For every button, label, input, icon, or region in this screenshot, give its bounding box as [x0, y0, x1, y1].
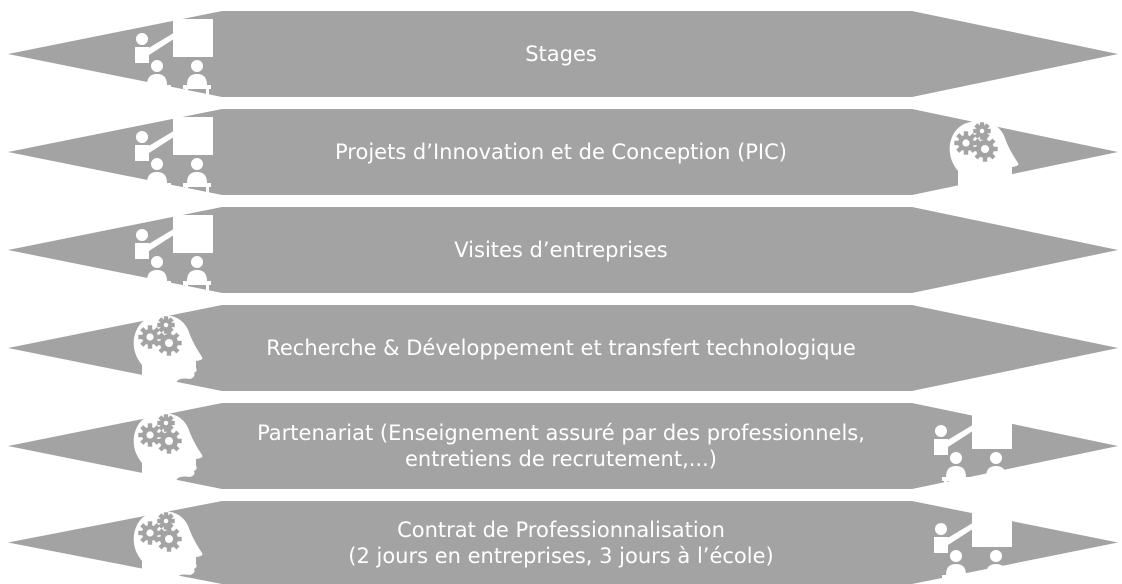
banner [8, 305, 1118, 391]
banner-arrow-shape [8, 305, 1118, 391]
teacher-icon [135, 19, 213, 98]
banner-label-partenariat: Partenariat (Enseignement assuré par des… [0, 403, 1122, 489]
banner-label-recherche: Recherche & Développement et transfert t… [0, 305, 1122, 391]
teacher-icon [934, 411, 1012, 490]
banner-label-visites: Visites d’entreprises [0, 207, 1122, 293]
banner-arrow-shape [8, 109, 1118, 195]
brain-gears-icon [949, 120, 1019, 189]
banner [8, 207, 1118, 294]
teacher-icon [135, 117, 213, 196]
banner [8, 501, 1118, 584]
banner-text: Recherche & Développement et transfert t… [266, 336, 856, 360]
banner-text-line-1: Contrat de Professionnalisation [397, 517, 725, 542]
banner-arrow-shape [8, 403, 1118, 489]
brain-gears-icon [133, 412, 203, 481]
banner-text-line-2: (2 jours en entreprises, 3 jours à l’éco… [348, 543, 774, 568]
banner [8, 109, 1118, 196]
teacher-icon [934, 509, 1012, 584]
banner-arrow-shape [8, 501, 1118, 584]
brain-gears-icon [133, 510, 203, 579]
banner-text: Visites d’entreprises [454, 238, 668, 262]
banner-text: Stages [525, 42, 597, 66]
banner [8, 11, 1118, 98]
banner-arrow-shape [8, 11, 1118, 97]
banner-text-line-2: entretiens de recrutement,...) [405, 447, 717, 471]
banner [8, 403, 1118, 490]
teacher-icon [135, 215, 213, 294]
banner-arrow-shape [8, 207, 1118, 293]
banner-label-contrat: Contrat de Professionnalisation (2 jours… [0, 501, 1122, 584]
banner-label-pic: Projets d’Innovation et de Conception (P… [0, 109, 1122, 195]
banner-text: Projets d’Innovation et de Conception (P… [335, 140, 787, 164]
brain-gears-icon [133, 314, 203, 383]
banner-text-line-1: Partenariat (Enseignement assuré par des… [257, 421, 865, 445]
banner-label-stages: Stages [0, 11, 1122, 97]
